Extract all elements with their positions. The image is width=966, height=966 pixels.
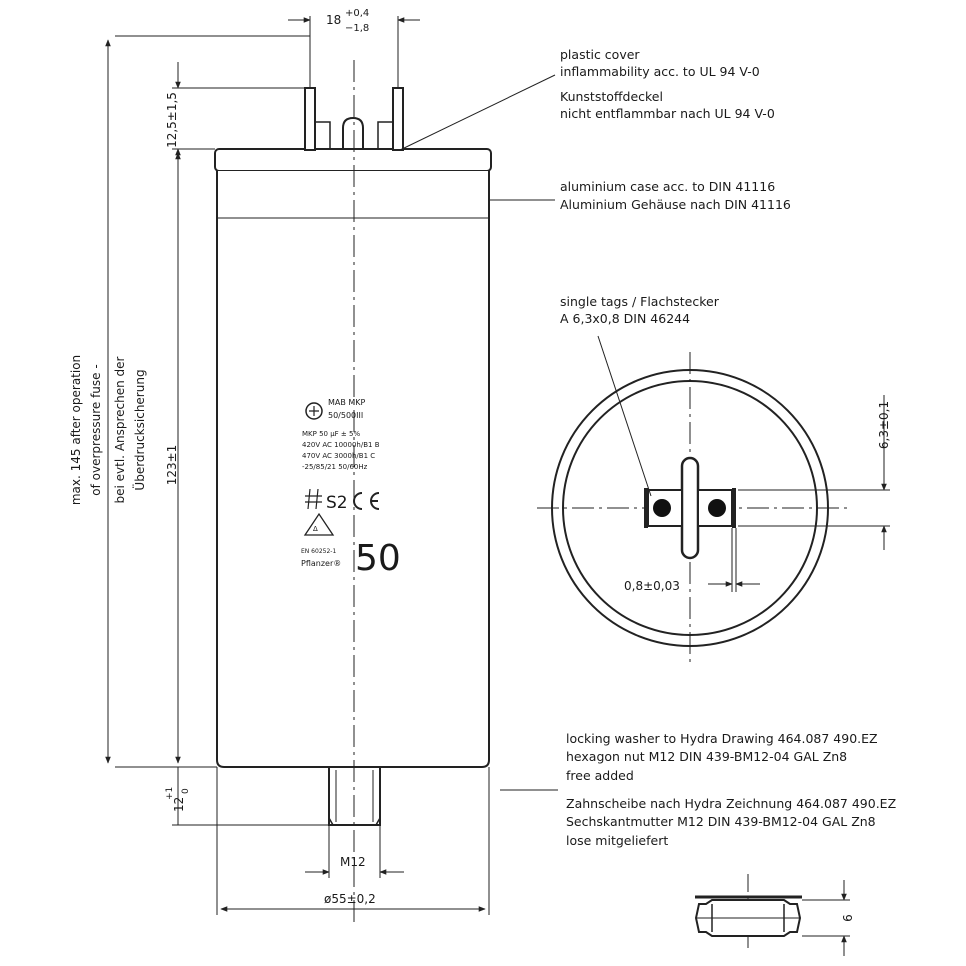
product-label: MAB MKP 50/500III MKP 50 µF ± 5% 420V AC… [301, 398, 401, 579]
label-voltage: 50/500III [328, 411, 363, 420]
hash-icon [305, 488, 322, 510]
vde-mark-icon [303, 512, 335, 536]
note-case-de: Aluminium Gehäuse nach DIN 41116 [560, 197, 791, 212]
left-dimensions: max. 145 after operation of overpressure… [69, 35, 329, 826]
note-tabs-2: A 6,3x0,8 DIN 46244 [560, 311, 690, 326]
side-view: MAB MKP 50/500III MKP 50 µF ± 5% 420V AC… [214, 60, 492, 925]
label-spec-3: 470V AC 3000h/B1 C [302, 452, 375, 460]
dim-tab-thickness: 0,8±0,03 [624, 579, 680, 593]
label-std: EN 60252-1 [301, 548, 336, 555]
label-spec-4: -25/85/21 50/60Hz [302, 463, 368, 471]
dim-nut-height: 6 [841, 914, 855, 922]
center-post [680, 456, 700, 560]
note-cover-de-2: nicht entflammbar nach UL 94 V-0 [560, 106, 775, 121]
svg-text:Δ: Δ [313, 525, 318, 533]
label-brand: MAB MKP [328, 398, 366, 407]
note-tabs-1: single tags / Flachstecker [560, 294, 720, 309]
bottom-dimensions: M12 ø55±0,2 [216, 767, 490, 915]
label-maker: Pflanzer® [301, 559, 341, 568]
note-washer-de-1: Zahnscheibe nach Hydra Zeichnung 464.087… [566, 796, 896, 811]
note-overpressure-3: bei evtl. Ansprechen der [113, 356, 127, 503]
top-dimension: 18 +0,4 −1,8 [288, 8, 420, 88]
dim-stud-tol-upper: +1 [165, 787, 175, 800]
ce-mark-icon [353, 492, 380, 510]
note-cover-en-2: inflammability acc. to UL 94 V-0 [560, 64, 760, 79]
dim-tab-spacing-tol-upper: +0,4 [345, 8, 369, 19]
dim-body-height: 123±1 [165, 445, 179, 486]
note-washer-en-3: free added [566, 768, 634, 783]
dim-tab-spacing-tol-lower: −1,8 [345, 23, 369, 34]
label-spec-1: MKP 50 µF ± 5% [302, 430, 360, 438]
note-washer-en-1: locking washer to Hydra Drawing 464.087 … [566, 731, 878, 746]
note-case-en: aluminium case acc. to DIN 41116 [560, 179, 775, 194]
label-value: 50 [355, 538, 401, 579]
hex-nut: 6 [694, 874, 855, 956]
flat-tabs [644, 488, 736, 528]
cover-note: plastic cover inflammability acc. to UL … [399, 47, 775, 151]
case-note: aluminium case acc. to DIN 41116 Alumini… [489, 179, 791, 212]
dim-diameter: ø55±0,2 [324, 892, 376, 906]
terminal-tabs [304, 87, 404, 151]
label-s2: S2 [326, 493, 348, 513]
note-washer-en-2: hexagon nut M12 DIN 439-BM12-04 GAL Zn8 [566, 749, 847, 764]
note-cover-de-1: Kunststoffdeckel [560, 89, 663, 104]
dim-tab-height: 12,5±1,5 [165, 92, 179, 148]
note-washer-de-3: lose mitgeliefert [566, 833, 668, 848]
brand-logo-icon [305, 402, 323, 420]
note-overpressure-2: of overpressure fuse - [89, 364, 103, 495]
note-cover-en-1: plastic cover [560, 47, 640, 62]
dim-stud-tol-lower: 0 [181, 788, 191, 794]
dim-tab-width: 6,3±0,1 [877, 401, 891, 449]
label-spec-2: 420V AC 10000h/B1 B [302, 441, 380, 449]
dim-tab-spacing: 18 [326, 13, 341, 27]
washer-note: locking washer to Hydra Drawing 464.087 … [500, 731, 896, 848]
dim-stud-thread: M12 [340, 855, 366, 869]
note-overpressure-4: Überdrucksicherung [131, 369, 147, 490]
plastic-cover [214, 148, 492, 172]
note-washer-de-2: Sechskantmutter M12 DIN 439-BM12-04 GAL … [566, 814, 876, 829]
dim-stud-length: 12 [172, 797, 186, 812]
top-view: single tags / Flachstecker A 6,3x0,8 DIN… [537, 294, 891, 665]
note-overpressure-1: max. 145 after operation [69, 355, 83, 505]
